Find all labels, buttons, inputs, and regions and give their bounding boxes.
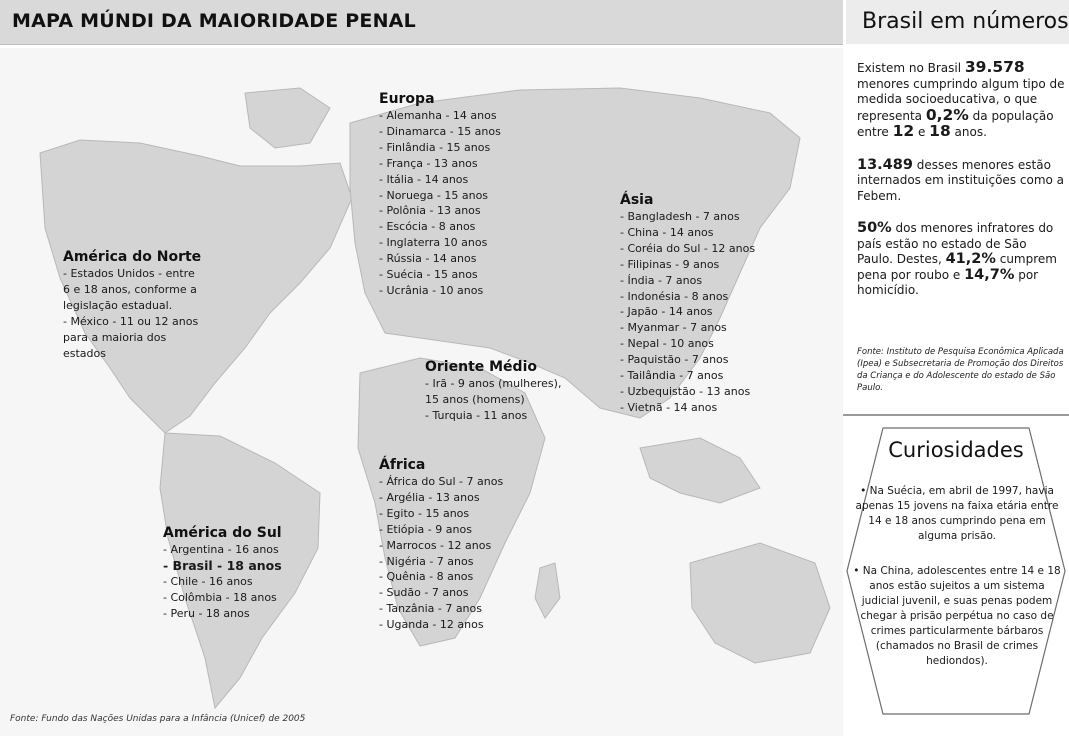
- region-item: - Noruega - 15 anos: [379, 188, 489, 202]
- region-item: - Argentina - 16 anos: [163, 543, 279, 556]
- region-item: - Suécia - 15 anos: [379, 268, 478, 282]
- land-madagascar: [534, 562, 561, 619]
- region-oriente-medio: Oriente Médio - Irã - 9 anos (mulheres), 1…: [425, 358, 565, 424]
- region-item: - México - 11 ou 12 anos para a maioria …: [63, 314, 199, 360]
- main-header: MAPA MÚNDI DA MAIORIDADE PENAL: [0, 0, 843, 45]
- region-item: - Estados Unidos - entre 6 e 18 anos, co…: [63, 267, 197, 312]
- region-title: África: [379, 457, 426, 473]
- land-eurasia: [349, 87, 801, 419]
- region-item: - Argélia - 13 anos: [379, 490, 480, 504]
- region-title: Oriente Médio: [425, 359, 537, 375]
- region-item: - Rússia - 14 anos: [379, 252, 477, 266]
- region-europa: Europa - Alemanha - 14 anos - Dinamarca - …: [379, 90, 519, 299]
- region-item: - Quênia - 8 anos: [379, 570, 474, 584]
- region-item: - Escócia - 8 anos: [379, 220, 476, 234]
- region-item: - Vietnã - 14 anos: [620, 400, 718, 414]
- region-america-do-norte: América do Norte - Estados Unidos - entre…: [63, 248, 203, 361]
- region-item: - Tanzânia - 7 anos: [379, 602, 482, 616]
- region-item: - Peru - 18 anos: [163, 606, 250, 620]
- region-asia: Ásia - Bangladesh - 7 anos - China - 14 an…: [620, 191, 770, 416]
- stats-panel: Existem no Brasil 39.578 menores cumprin…: [857, 58, 1065, 316]
- region-item: - África do Sul - 7 anos: [379, 475, 504, 488]
- region-item: - Etiópia - 9 anos: [379, 522, 472, 536]
- region-item: - Brasil - 18 anos: [163, 557, 282, 573]
- continents-map: [39, 87, 831, 710]
- land-southeast-asia: [639, 437, 761, 504]
- region-item: - Sudão - 7 anos: [379, 586, 469, 600]
- region-item: - Uganda - 12 anos: [379, 618, 484, 632]
- curiosidades-box: Curiosidades • Na Suécia, em abril de 19…: [845, 426, 1067, 716]
- region-item: - Coréia do Sul - 12 anos: [620, 241, 756, 255]
- region-item: - Finlândia - 15 anos: [379, 140, 491, 154]
- region-item: - Polônia - 13 anos: [379, 204, 481, 218]
- world-map: América do Norte - Estados Unidos - entre…: [0, 48, 843, 736]
- region-africa: África - África do Sul - 7 anos - Argélia …: [379, 456, 519, 633]
- map-source: Fonte: Fundo das Nações Unidas para a In…: [10, 714, 306, 724]
- stat-paragraph-3: 50% dos menores infratores do país estão…: [857, 220, 1057, 297]
- section-divider: [843, 414, 1069, 416]
- region-item: - Colômbia - 18 anos: [163, 590, 277, 604]
- region-item: - Filipinas - 9 anos: [620, 257, 720, 271]
- region-item: - Egito - 15 anos: [379, 506, 470, 520]
- side-header: Brasil em números: [843, 0, 1069, 44]
- region-item: - Uzbequistão - 13 anos: [620, 384, 751, 398]
- land-north-america: [39, 139, 353, 434]
- region-item: - Dinamarca - 15 anos: [379, 124, 501, 138]
- land-south-america: [159, 432, 321, 710]
- region-title: América do Norte: [63, 249, 202, 265]
- side-title: Brasil em números: [862, 9, 1069, 34]
- stat-paragraph-2: 13.489 desses menores estão internados e…: [857, 156, 1065, 203]
- region-item: - Alemanha - 14 anos: [379, 109, 497, 122]
- region-item: - Itália - 14 anos: [379, 172, 469, 186]
- land-africa: [357, 357, 546, 647]
- region-item: - China - 14 anos: [620, 225, 714, 239]
- region-item: - Irã - 9 anos (mulheres),: [425, 377, 562, 390]
- region-item: - Tailândia - 7 anos: [620, 369, 724, 383]
- region-item: - Marrocos - 12 anos: [379, 538, 492, 552]
- region-america-do-sul: América do Sul - Argentina - 16 anos- Bra…: [163, 524, 303, 622]
- region-title: Europa: [379, 91, 435, 107]
- region-title: Ásia: [620, 192, 654, 208]
- curiosidade-item-2: • Na China, adolescentes entre 14 e 18 a…: [853, 565, 1061, 667]
- stats-source: Fonte: Instituto de Pesquisa Econômica A…: [857, 347, 1064, 393]
- stat-paragraph-1: Existem no Brasil 39.578 menores cumprin…: [857, 58, 1065, 140]
- region-item: 15 anos (homens): [425, 392, 525, 406]
- page-title: MAPA MÚNDI DA MAIORIDADE PENAL: [12, 10, 416, 32]
- region-item: - Ucrânia - 10 anos: [379, 283, 484, 297]
- curiosidades-title: Curiosidades: [888, 438, 1024, 462]
- region-item: - Paquistão - 7 anos: [620, 353, 729, 367]
- land-greenland: [244, 87, 331, 149]
- region-item: - Turquia - 11 anos: [425, 408, 528, 422]
- region-item: - Myanmar - 7 anos: [620, 321, 727, 335]
- curiosidade-item-1: • Na Suécia, em abril de 1997, havia ape…: [855, 485, 1059, 542]
- region-item: - França - 13 anos: [379, 156, 478, 170]
- region-item: - Nigéria - 7 anos: [379, 554, 474, 568]
- region-item: - Chile - 16 anos: [163, 574, 253, 588]
- region-item: - Nepal - 10 anos: [620, 337, 714, 351]
- region-item: - Inglaterra 10 anos: [379, 236, 488, 250]
- region-item: - Indonésia - 8 anos: [620, 289, 729, 303]
- hexagon-frame: [846, 427, 1066, 715]
- region-item: - Índia - 7 anos: [620, 273, 703, 287]
- land-oceania: [689, 542, 831, 664]
- region-title: América do Sul: [163, 525, 282, 541]
- region-item: - Japão - 14 anos: [620, 305, 713, 319]
- region-item: - Bangladesh - 7 anos: [620, 210, 740, 223]
